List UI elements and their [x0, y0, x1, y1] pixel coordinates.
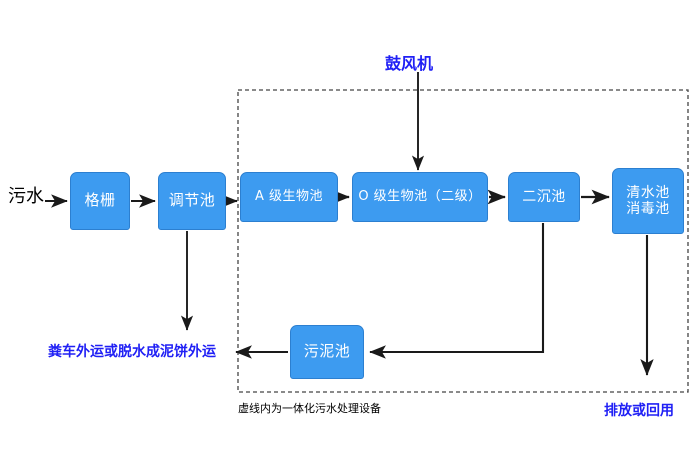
- node-grille-label: 格栅: [84, 191, 116, 210]
- label-inflow: 污水: [8, 186, 44, 207]
- node-regulating-tank-label: 调节池: [168, 191, 216, 210]
- label-sludge-transport-out: 粪车外运或脱水成泥饼外运: [48, 344, 216, 360]
- node-secondary-settling-tank-label: 二沉池: [522, 188, 566, 205]
- node-o-level-bio-tank[interactable]: O 级生物池（二级）: [352, 172, 488, 222]
- node-a-level-bio-tank-label: A 级生物池: [254, 188, 324, 204]
- node-disinfection-tank-label: 消毒池: [626, 201, 670, 217]
- node-clear-water-disinfection-tank[interactable]: 清水池 消毒池: [612, 168, 684, 234]
- label-discharge-or-reuse: 排放或回用: [604, 403, 674, 419]
- node-secondary-settling-tank[interactable]: 二沉池: [508, 172, 580, 222]
- node-regulating-tank[interactable]: 调节池: [158, 172, 226, 230]
- dashed-enclosure-rect: [237, 89, 689, 393]
- node-grille[interactable]: 格栅: [70, 172, 130, 230]
- node-a-level-bio-tank[interactable]: A 级生物池: [240, 172, 338, 222]
- connector-secondary-to-sludge: [369, 223, 545, 359]
- label-blower: 鼓风机: [385, 54, 434, 73]
- node-clear-water-tank-label: 清水池: [626, 184, 670, 201]
- node-o-level-bio-tank-label: O 级生物池（二级）: [358, 188, 482, 204]
- label-enclosure-caption: 虚线内为一体化污水处理设备: [238, 402, 381, 415]
- node-sludge-pool[interactable]: 污泥池: [290, 325, 364, 379]
- node-sludge-pool-label: 污泥池: [303, 342, 351, 361]
